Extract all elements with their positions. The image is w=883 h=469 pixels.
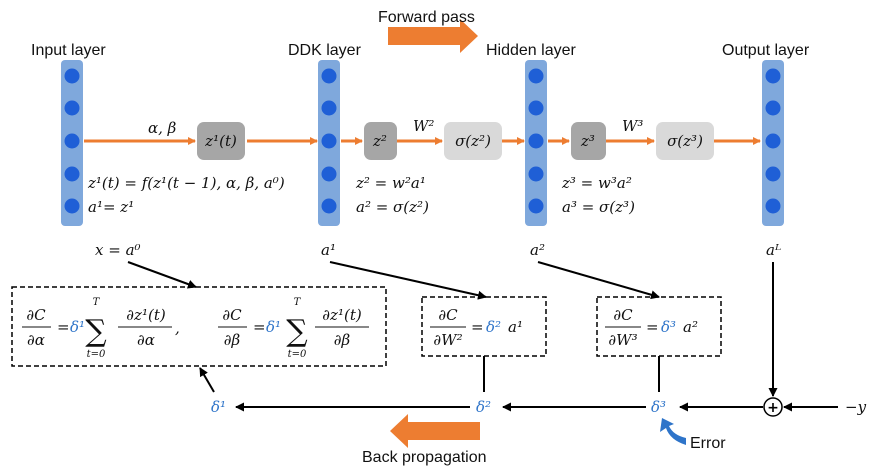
back-propagation-label: Back propagation [362, 449, 487, 466]
gradient-w3-expression: ∂C ∂W³ = δ³ a² [605, 306, 698, 349]
output-layer-node-2 [765, 100, 781, 116]
gradient-alpha-beta-box [11, 286, 387, 367]
svg-text:=: = [471, 318, 484, 336]
svg-text:δ²: δ² [486, 318, 501, 336]
svg-text:∂C: ∂C [222, 306, 242, 324]
forward-pass-arrow [388, 19, 478, 53]
svg-text:,: , [175, 319, 180, 337]
svg-text:∂α: ∂α [137, 331, 155, 349]
svg-text:∂β: ∂β [224, 331, 241, 349]
back-propagation-arrow [390, 414, 480, 448]
svg-text:=: = [57, 318, 70, 336]
hidden-layer-node-1 [528, 68, 544, 84]
input-layer-label: Input layer [31, 42, 106, 59]
z1-node-box [197, 122, 245, 160]
output-layer-node-3 [765, 133, 781, 149]
z2-definition-eq: z² = w²a¹ [355, 174, 426, 192]
ddk-layer-node-5 [321, 198, 337, 214]
input-layer-node-5 [64, 198, 80, 214]
svg-text:a²: a² [683, 318, 698, 336]
a1-definition-eq: a¹= z¹ [88, 198, 134, 216]
activation-ddk-label: a¹ [321, 241, 336, 259]
z3-node-box [571, 122, 606, 160]
activation-hidden-label: a² [530, 241, 545, 259]
z1-recurrence-eq: z¹(t) = f(z¹(t − 1), α, β, a⁰) [87, 174, 285, 192]
hidden-layer-node-2 [528, 100, 544, 116]
output-layer-node-5 [765, 198, 781, 214]
sigma-z3-box [656, 122, 714, 160]
svg-text:∂z¹(t): ∂z¹(t) [126, 306, 166, 324]
error-arrow-icon [660, 418, 686, 445]
arrow-a2-to-w3-box [537, 261, 660, 300]
gradient-beta-expression: ∂C ∂β = δ¹ T ∑ t=0 ∂z¹(t) ∂β [218, 297, 369, 360]
arrow-a0-to-gradient-box [127, 261, 197, 289]
ddk-layer-node-3 [321, 133, 337, 149]
hidden-layer-node-3 [528, 133, 544, 149]
svg-text:∂C: ∂C [438, 306, 458, 324]
svg-text:∂α: ∂α [27, 331, 45, 349]
svg-text:T: T [93, 297, 101, 308]
ddk-layer-node-1 [321, 68, 337, 84]
sigma-z2-box [444, 122, 502, 160]
svg-text:∂C: ∂C [26, 306, 46, 324]
hidden-layer-node-4 [528, 166, 544, 182]
svg-text:=: = [646, 318, 659, 336]
svg-text:δ³: δ³ [661, 318, 676, 336]
alpha-beta-label: α, β [148, 119, 177, 137]
w2-label: W² [413, 117, 434, 135]
svg-text:a¹: a¹ [508, 318, 523, 336]
minus-y-label: −y [845, 398, 867, 416]
sigma-z3-label: σ(z³) [667, 132, 703, 150]
arrow-a1-to-w2-box [329, 261, 487, 300]
svg-text:=: = [253, 318, 266, 336]
output-layer-node-1 [765, 68, 781, 84]
a3-definition-eq: a³ = σ(z³) [562, 198, 635, 216]
sum-node [763, 397, 783, 417]
output-layer-node-4 [765, 166, 781, 182]
hidden-layer-node-5 [528, 198, 544, 214]
input-layer-node-3 [64, 133, 80, 149]
sum-node-plus: + [767, 400, 779, 416]
activation-input-label: x = a⁰ [95, 241, 141, 259]
ddk-layer-label: DDK layer [288, 42, 362, 59]
svg-text:δ¹: δ¹ [70, 318, 85, 336]
input-layer-node-2 [64, 100, 80, 116]
svg-text:∑: ∑ [85, 314, 107, 349]
input-layer-node-4 [64, 166, 80, 182]
a2-definition-eq: a² = σ(z²) [356, 198, 429, 216]
svg-text:δ¹: δ¹ [266, 318, 281, 336]
svg-text:∂z¹(t): ∂z¹(t) [322, 306, 362, 324]
arrow-delta1-to-gradient-box [199, 367, 215, 393]
delta3-label: δ³ [651, 398, 666, 416]
svg-text:∑: ∑ [286, 314, 308, 349]
error-label: Error [690, 435, 726, 452]
ddk-layer-node-4 [321, 166, 337, 182]
gradient-alpha-expression: ∂C ∂α = δ¹ T ∑ t=0 ∂z¹(t) ∂α , [22, 297, 180, 360]
activation-output-label: aᴸ [766, 241, 781, 259]
svg-text:t=0: t=0 [288, 349, 307, 360]
z3-definition-eq: z³ = w³a² [561, 174, 632, 192]
forward-pass-label: Forward pass [378, 9, 475, 26]
svg-text:∂W²: ∂W² [433, 331, 462, 349]
delta2-label: δ² [476, 398, 491, 416]
svg-text:∂C: ∂C [613, 306, 633, 324]
ddk-layer-node-2 [321, 100, 337, 116]
svg-text:∂W³: ∂W³ [608, 331, 637, 349]
svg-text:T: T [294, 297, 302, 308]
delta1-label: δ¹ [211, 398, 226, 416]
hidden-layer-label: Hidden layer [486, 42, 577, 59]
input-layer-node-1 [64, 68, 80, 84]
sigma-z2-label: σ(z²) [455, 132, 491, 150]
svg-text:t=0: t=0 [87, 349, 106, 360]
z3-node-label: z³ [580, 132, 595, 150]
w3-label: W³ [622, 117, 643, 135]
z2-node-label: z² [372, 132, 387, 150]
output-layer-label: Output layer [722, 42, 810, 59]
svg-text:∂β: ∂β [334, 331, 351, 349]
z2-node-box [364, 122, 397, 160]
z1-node-label: z¹(t) [204, 132, 237, 150]
gradient-w2-expression: ∂C ∂W² = δ² a¹ [430, 306, 523, 349]
